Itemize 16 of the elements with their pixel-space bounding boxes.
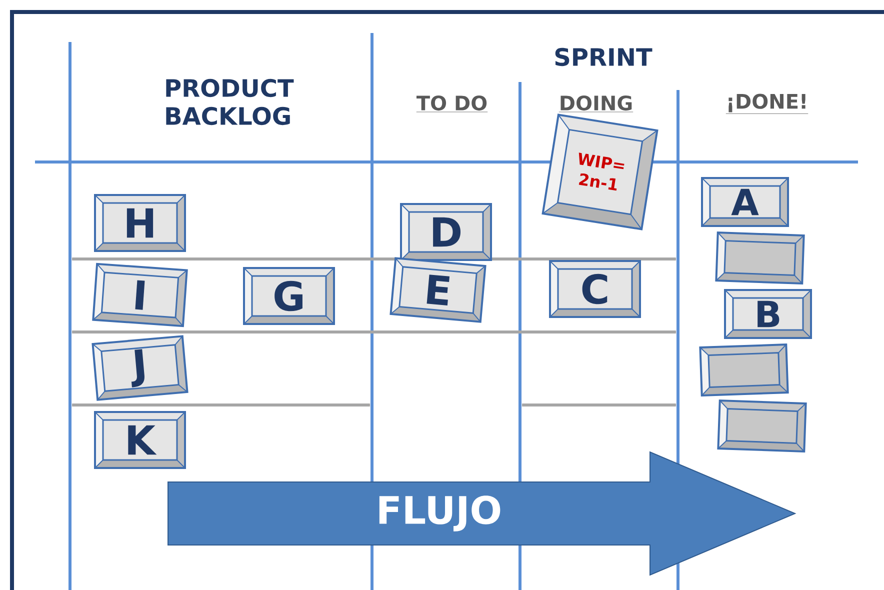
task-card: G — [243, 267, 335, 325]
task-card: E — [390, 257, 486, 323]
column-heading: DOING — [558, 95, 634, 112]
task-card: C — [549, 260, 641, 318]
task-card: A — [701, 177, 789, 227]
task-card: J — [92, 335, 188, 401]
task-card: H — [94, 194, 186, 252]
column-heading: ¡DONE! — [726, 94, 808, 114]
task-card: D — [400, 203, 492, 261]
column-heading: TO DO — [416, 95, 488, 112]
wip-limit-card: WIP= 2n-1 — [542, 114, 658, 230]
column-heading: PRODUCT BACKLOG — [166, 78, 294, 126]
task-card: I — [92, 262, 188, 328]
task-card: K — [94, 411, 186, 469]
column-heading: SPRINT — [555, 48, 652, 66]
task-card: B — [724, 289, 812, 339]
